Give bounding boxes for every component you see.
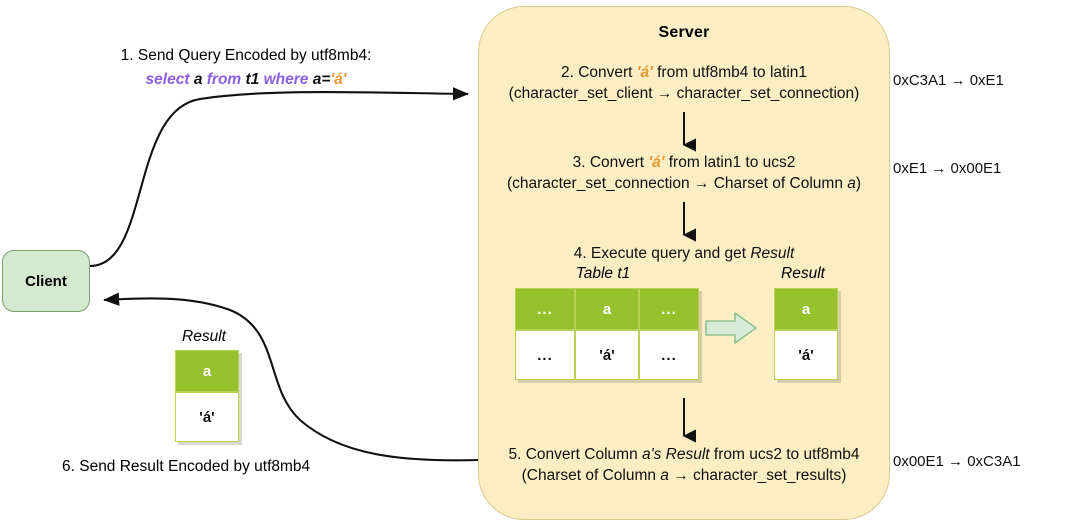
step-4-result-word: Result xyxy=(750,245,795,262)
step-1-send-query: 1. Send Query Encoded by utf8mb4: select… xyxy=(96,44,396,92)
t1-header-2: ... xyxy=(639,288,699,330)
sql-predicate-column: a= xyxy=(312,71,331,88)
step-4-line1-pre: 4. Execute query and get xyxy=(573,245,751,262)
t1-header-0: ... xyxy=(515,288,575,330)
sql-query: select a from t1 where a='á' xyxy=(96,68,396,92)
step-3-line2: (character_set_connection → Charset of C… xyxy=(480,173,888,194)
step-2-convert-to-latin1: 2. Convert 'á' from utf8mb4 to latin1 (c… xyxy=(480,62,888,104)
t1-cell-0-2: ... xyxy=(639,330,699,380)
step-5-hex-annotation: 0x00E1 → 0xC3A1 xyxy=(893,453,1021,470)
step-2-line1-pre: 2. Convert xyxy=(560,64,637,81)
table-row: a xyxy=(175,350,239,392)
step-3-line2-column: a xyxy=(847,175,856,192)
t1-header-1: a xyxy=(575,288,639,330)
result-table-caption: Result xyxy=(781,265,825,282)
result-table-client: a 'á' xyxy=(175,350,239,442)
step-2-line2: (character_set_client → character_set_co… xyxy=(508,85,860,102)
step-5-line1-pre: 5. Convert Column xyxy=(508,446,643,463)
client-result-cell-0-0: 'á' xyxy=(175,392,239,442)
step-6-send-result: 6. Send Result Encoded by utf8mb4 xyxy=(62,458,311,475)
step-5-line2: (Charset of Column a → character_set_res… xyxy=(480,465,888,486)
table-row: a xyxy=(774,288,838,330)
arrow-server-to-client xyxy=(103,292,479,462)
table-t1: ... a ... ... 'á' ... xyxy=(515,288,699,380)
table-row: ... a ... xyxy=(515,288,699,330)
step-3-hex-annotation: 0xE1 → 0x00E1 xyxy=(893,160,1002,177)
table-t1-caption: Table t1 xyxy=(575,265,631,282)
step-3-line1-post: from latin1 to ucs2 xyxy=(664,154,796,171)
step-5-line1-post: from ucs2 to utf8mb4 xyxy=(709,446,860,463)
sql-keyword-where: where xyxy=(263,71,309,88)
step-5-result-em: a's Result xyxy=(642,446,710,463)
step-3-literal: 'á' xyxy=(648,154,665,171)
client-result-header-0: a xyxy=(175,350,239,392)
client-result-caption: Result xyxy=(182,328,226,345)
step-3-convert-to-ucs2: 3. Convert 'á' from latin1 to ucs2 (char… xyxy=(480,152,888,194)
table-row: 'á' xyxy=(175,392,239,442)
table-row: ... 'á' ... xyxy=(515,330,699,380)
client-node[interactable]: Client xyxy=(2,250,90,312)
sql-keyword-from: from xyxy=(206,71,242,88)
step-2-line1-post: from utf8mb4 to latin1 xyxy=(652,64,808,81)
step-5-line2-column: a xyxy=(660,467,669,484)
step-2-literal: 'á' xyxy=(636,64,653,81)
result-cell-0-0: 'á' xyxy=(774,330,838,380)
result-table-server: a 'á' xyxy=(774,288,838,380)
sql-table-t1: t1 xyxy=(245,71,260,88)
sql-keyword-select: select xyxy=(145,71,190,88)
step-5-convert-to-utf8mb4: 5. Convert Column a's Result from ucs2 t… xyxy=(480,444,888,486)
t1-cell-0-1: 'á' xyxy=(575,330,639,380)
t1-cell-0-0: ... xyxy=(515,330,575,380)
step-5-line2-post: → character_set_results) xyxy=(668,467,847,484)
step-5-line2-pre: (Charset of Column xyxy=(521,467,661,484)
arrow-client-to-server xyxy=(89,87,469,268)
table-row: 'á' xyxy=(774,330,838,380)
step-3-line2-post: ) xyxy=(855,175,862,192)
client-label: Client xyxy=(25,272,67,290)
step-1-label: 1. Send Query Encoded by utf8mb4: xyxy=(120,47,372,64)
sql-literal-value: 'á' xyxy=(330,71,347,88)
server-title: Server xyxy=(658,24,710,41)
result-header-0: a xyxy=(774,288,838,330)
step-4-execute-query: 4. Execute query and get Result xyxy=(480,243,888,264)
step-2-hex-annotation: 0xC3A1 → 0xE1 xyxy=(893,72,1004,89)
step-3-line2-pre: (character_set_connection → Charset of C… xyxy=(506,175,848,192)
step-3-line1-pre: 3. Convert xyxy=(572,154,649,171)
sql-column-a: a xyxy=(193,71,203,88)
